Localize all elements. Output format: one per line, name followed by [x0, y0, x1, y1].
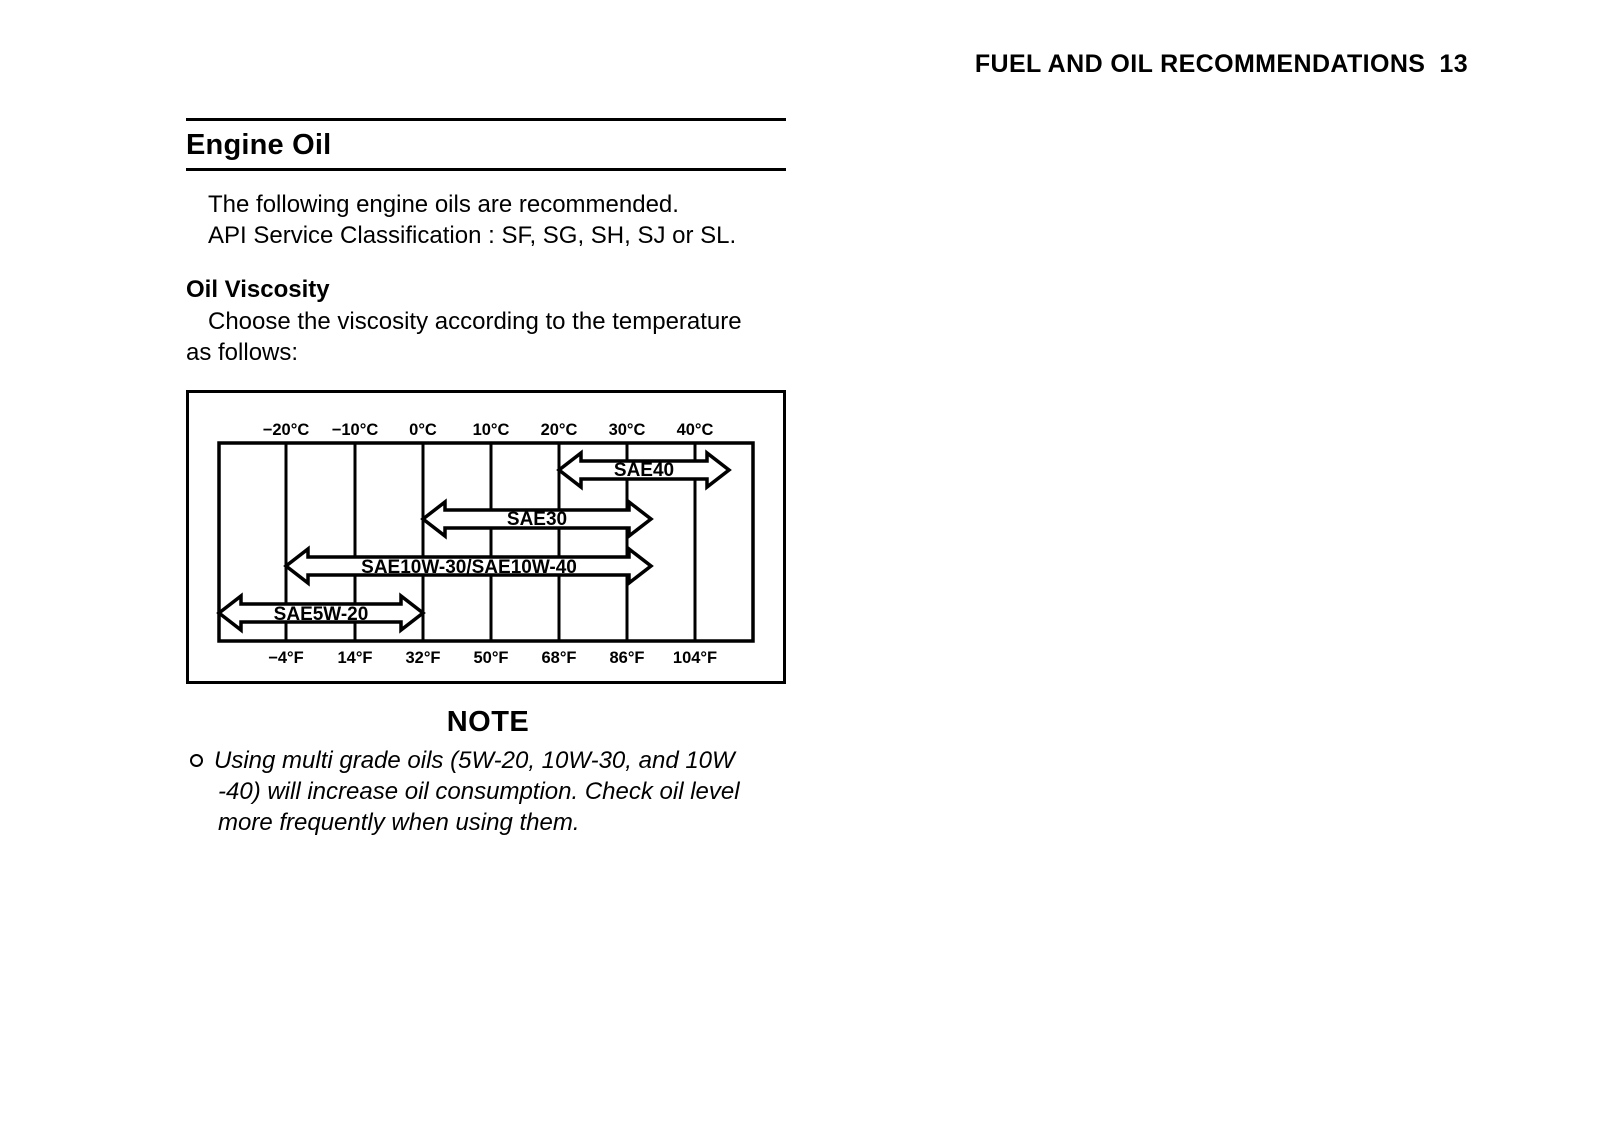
tick-label-celsius: 10°C [473, 421, 510, 439]
tick-label-celsius: 30°C [609, 421, 646, 439]
tick-label-fahrenheit: −4°F [268, 649, 304, 667]
page-header-title: FUEL AND OIL RECOMMENDATIONS [974, 50, 1426, 78]
tick-label-celsius: 20°C [541, 421, 578, 439]
intro-line-1: The following engine oils are recommende… [208, 191, 679, 218]
chart-canvas: −20°C −10°C 0°C 10°C 20°C 30°C 40°C −4°F… [216, 421, 755, 667]
tick-label-fahrenheit: 104°F [673, 649, 717, 667]
range-bar-label-sae30: SAE30 [507, 509, 567, 530]
page-header: FUEL AND OIL RECOMMENDATIONS 13 [975, 50, 1468, 79]
viscosity-line-1: Choose the viscosity according to the te… [208, 308, 742, 335]
note-line-1: Using multi grade oils (5W-20, 10W-30, a… [214, 747, 735, 774]
tick-label-celsius: 0°C [409, 421, 437, 439]
range-bar-sae10w30-10w40: SAE10W-30/SAE10W-40 [283, 545, 654, 587]
range-bar-label-sae40: SAE40 [614, 460, 674, 481]
tick-label-celsius: −10°C [332, 421, 379, 439]
chart-grid [217, 441, 755, 643]
range-bar-label-sae5w20: SAE5W-20 [274, 604, 369, 625]
oil-viscosity-heading: Oil Viscosity [186, 276, 330, 303]
tick-label-fahrenheit: 86°F [609, 649, 644, 667]
range-bar-sae30: SAE30 [420, 498, 654, 540]
note-title: NOTE [446, 706, 530, 738]
oil-viscosity-paragraph: Choose the viscosity according to the te… [186, 306, 790, 368]
chart-axis-celsius: −20°C −10°C 0°C 10°C 20°C 30°C 40°C [263, 421, 714, 439]
tick-label-fahrenheit: 50°F [473, 649, 508, 667]
circle-bullet-icon [190, 754, 203, 767]
section-rule-bottom [186, 168, 786, 171]
range-bar-sae40: SAE40 [556, 449, 732, 491]
range-bar-label-sae10w: SAE10W-30/SAE10W-40 [361, 557, 577, 578]
oil-viscosity-chart: −20°C −10°C 0°C 10°C 20°C 30°C 40°C −4°F… [186, 390, 786, 684]
tick-label-celsius: 40°C [677, 421, 714, 439]
page-number: 13 [1439, 50, 1468, 78]
section-rule-top [186, 118, 786, 121]
page-title: Engine Oil [186, 129, 332, 161]
tick-label-fahrenheit: 32°F [405, 649, 440, 667]
intro-paragraph: The following engine oils are recommende… [186, 189, 790, 251]
note-line-2: -40) will increase oil consumption. Chec… [218, 778, 740, 805]
note-line-3: more frequently when using them. [218, 809, 580, 836]
tick-label-celsius: −20°C [263, 421, 310, 439]
chart-axis-fahrenheit: −4°F 14°F 32°F 50°F 68°F 86°F 104°F [268, 649, 717, 667]
tick-label-fahrenheit: 14°F [337, 649, 372, 667]
range-bar-sae5w20: SAE5W-20 [216, 592, 426, 634]
content-column: Engine Oil The following engine oils are… [186, 118, 790, 838]
tick-label-fahrenheit: 68°F [541, 649, 576, 667]
intro-line-2: API Service Classification : SF, SG, SH,… [208, 222, 737, 249]
note-body: Using multi grade oils (5W-20, 10W-30, a… [186, 745, 790, 838]
viscosity-line-2: as follows: [186, 339, 299, 366]
